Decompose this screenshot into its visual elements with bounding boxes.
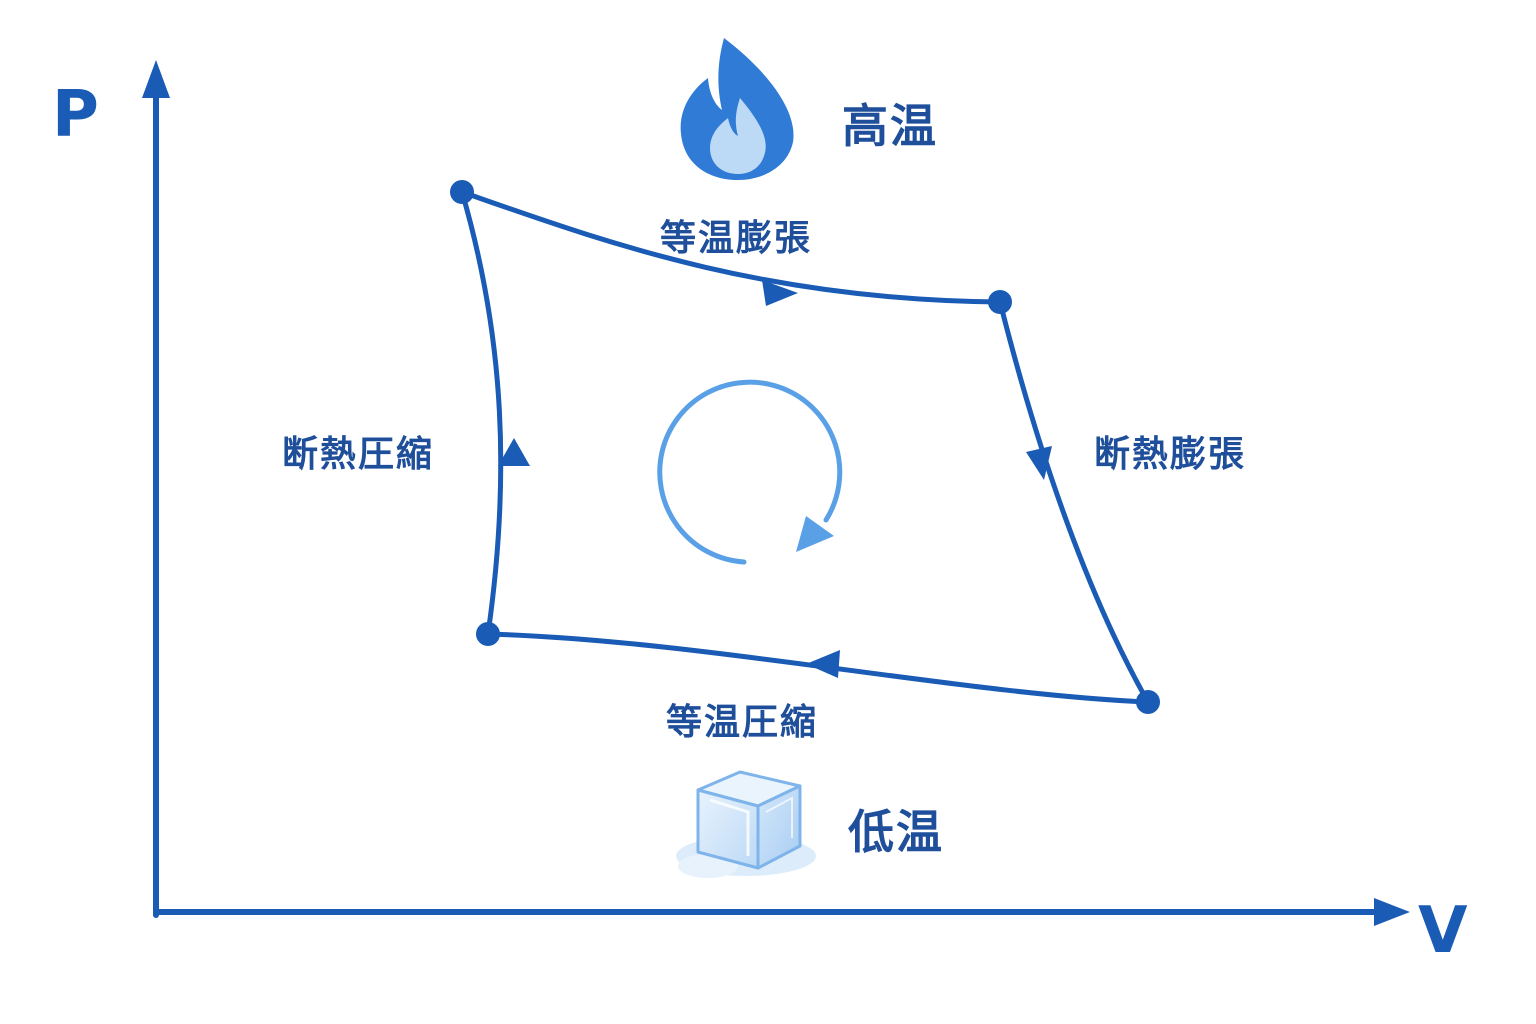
flame-icon xyxy=(680,38,794,180)
ice-cube-icon xyxy=(676,770,816,878)
state-point-2 xyxy=(988,290,1012,314)
clockwise-arrow-icon xyxy=(657,379,843,565)
isothermal-expansion-curve xyxy=(461,189,1001,305)
label-adiabatic-compression: 断熱圧縮 xyxy=(282,434,434,475)
adiabatic-compression-curve xyxy=(459,191,504,635)
label-adiabatic-expansion: 断熱膨張 xyxy=(1094,434,1246,475)
p-axis-arrowhead xyxy=(142,60,170,98)
low-temp-label: 低温 xyxy=(848,805,944,859)
label-isothermal-compression: 等温圧縮 xyxy=(666,702,818,743)
cycle-loop xyxy=(450,180,1160,714)
v-axis-arrowhead xyxy=(1374,898,1410,926)
high-temp-label: 高温 xyxy=(842,99,938,153)
state-point-1 xyxy=(450,180,474,204)
arrow-adiabatic-expansion xyxy=(1026,446,1052,480)
state-point-3 xyxy=(1136,690,1160,714)
adiabatic-expansion-curve xyxy=(997,301,1151,704)
state-point-4 xyxy=(476,622,500,646)
arrow-isothermal-compression xyxy=(806,650,840,678)
arrow-isothermal-expansion xyxy=(762,280,798,306)
arrow-adiabatic-compression xyxy=(498,438,530,466)
label-isothermal-expansion: 等温膨張 xyxy=(660,218,812,259)
axes: P V xyxy=(52,60,1468,968)
p-axis-label: P xyxy=(52,78,99,152)
v-axis-label: V xyxy=(1418,894,1468,968)
